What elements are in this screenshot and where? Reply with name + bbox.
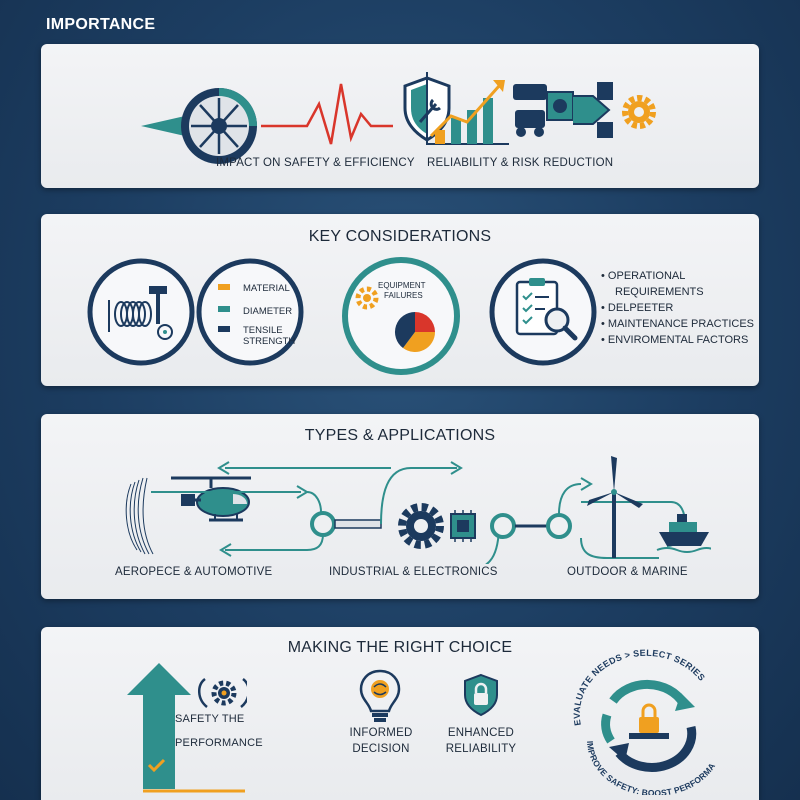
connector-node-icon: [490, 513, 516, 539]
bullet-operational: • OPERATIONAL: [601, 270, 686, 282]
turbine-safety-illustration: [141, 76, 451, 164]
spec-diameter: DIAMETER: [243, 306, 293, 317]
hammer-icon: [149, 286, 167, 324]
microchip-icon: [450, 510, 476, 542]
bullet-delpeeter: • DELPEETER: [601, 302, 674, 314]
reliability-illustration: [426, 72, 656, 145]
strength-swatch-icon: [218, 326, 230, 332]
ship-icon: [656, 514, 711, 553]
spec-tensile: TENSILE: [243, 325, 283, 336]
considerations-title: KEY CONSIDERATIONS: [308, 228, 492, 245]
gear-icon: [622, 95, 656, 129]
material-swatch-icon: [218, 284, 230, 290]
spec-material: MATERIAL: [243, 283, 290, 294]
robot-machine-icon: [513, 82, 613, 138]
lock-icon: [639, 703, 659, 733]
choice-title: MAKING THE RIGHT CHOICE: [287, 639, 513, 656]
considerations-panel: KEY CONSIDERATIONS MATERIAL DIAMETER TEN…: [41, 214, 759, 386]
aerospace-automotive-label: AEROPECE & AUTOMOTIVE: [115, 566, 273, 578]
importance-panel: IMPACT ON SAFETY & EFFICIENCY RELIABILIT…: [41, 44, 759, 188]
safety-label: SAFETY THE: [175, 713, 245, 725]
engine-nose-icon: [141, 116, 185, 136]
wind-turbine-icon: [587, 456, 643, 558]
hands-gear-icon: [198, 678, 247, 708]
lightbulb-icon: [359, 669, 401, 722]
shield-lock-icon: [464, 673, 498, 717]
heartbeat-line-icon: [261, 83, 393, 145]
gear-icon: [398, 503, 444, 549]
connector-node-icon: [310, 511, 336, 537]
bullet-maintenance: • MAINTENANCE PRACTICES: [601, 318, 754, 330]
pie-label-failures: FAILURES: [384, 291, 423, 300]
page-title: IMPORTANCE: [46, 16, 156, 33]
outdoor-marine-label: OUTDOOR & MARINE: [567, 566, 688, 578]
gear-icon: [355, 286, 379, 310]
types-title: TYPES & APPLICATIONS: [304, 427, 496, 444]
reliability-label: RELIABILITY: [445, 743, 517, 755]
performance-label: PERFORMANCE: [175, 737, 263, 749]
industrial-electronics-label: INDUSTRIAL & ELECTRONICS: [329, 566, 498, 578]
enhanced-label: ENHANCED: [447, 727, 515, 739]
pie-chart-icon: [395, 312, 435, 352]
improvement-arrow-illustration: [127, 663, 247, 793]
informed-label: INFORMED: [349, 727, 413, 739]
bar-chart-icon: [426, 72, 509, 145]
cable-link-icon: [334, 519, 382, 529]
applications-flow-illustration: [125, 456, 711, 564]
brain-icon: [371, 680, 389, 698]
cable-coil-icon: [108, 300, 152, 332]
failures-circle: [342, 257, 460, 375]
cycle-arrows-icon: [601, 679, 697, 772]
lock-icon: [474, 682, 488, 693]
checkmark-icon: [147, 758, 166, 773]
pulley-icon: [157, 324, 173, 340]
cable-tools-circle: [87, 258, 195, 366]
cable-base-icon: [629, 733, 669, 739]
decision-label: DECISION: [352, 743, 410, 755]
choice-panel: MAKING THE RIGHT CHOICE SAFETY THE PERFO…: [41, 627, 759, 800]
diameter-swatch-icon: [218, 306, 230, 312]
connector-node-icon: [546, 513, 572, 539]
bullet-environmental: • ENVIROMENTAL FACTORS: [601, 334, 749, 346]
types-panel: TYPES & APPLICATIONS: [41, 414, 759, 599]
pie-label-equipment: EQUIPMENT: [378, 281, 426, 290]
flow-arrow-bottom-left: [225, 533, 324, 551]
spec-strength: STRENGTH: [243, 336, 296, 347]
reliability-risk-label: RELIABILITY & RISK REDUCTION: [427, 157, 614, 169]
specs-circle: [196, 258, 304, 366]
wire-strands-icon: [125, 477, 154, 555]
trend-arrow-icon: [429, 85, 501, 138]
checklist-circle: [489, 258, 597, 366]
up-arrow-icon: [127, 663, 191, 789]
safety-efficiency-label: IMPACT ON SAFETY & EFFICIENCY: [216, 157, 415, 169]
bullet-requirements: REQUIREMENTS: [615, 286, 704, 298]
selection-cycle-diagram: EVALUATE NEEDS > SELECT SERIES IMPROVE S…: [541, 645, 717, 795]
helicopter-icon: [171, 476, 251, 522]
magnifier-icon: [544, 307, 578, 341]
